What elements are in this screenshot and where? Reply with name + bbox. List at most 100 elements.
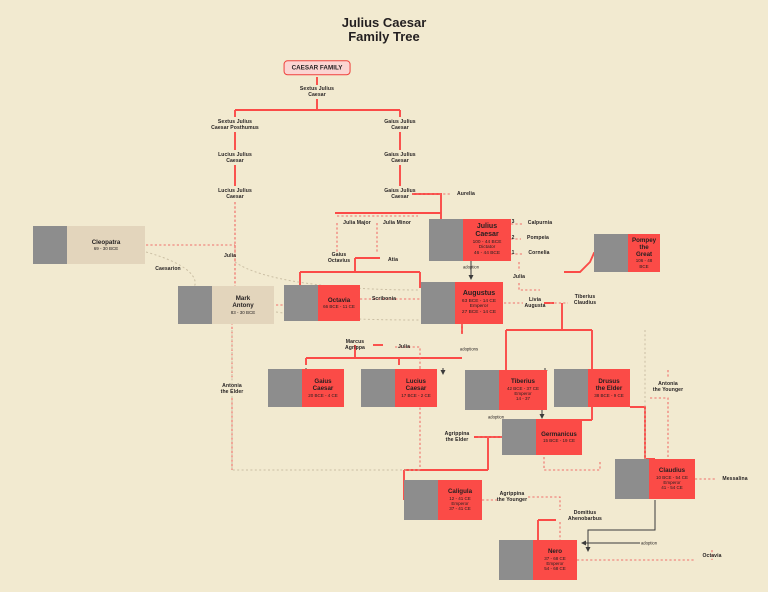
person-name-caligula: Caligula [447,488,473,496]
tree-node-sextus2: Sextus Julius Caesar Posthumus [211,118,259,131]
page-title-line-2: Family Tree [348,29,420,44]
person-name-luciusc: Lucius Caesar [405,378,427,393]
page-title: Julius Caesar Family Tree [0,16,768,44]
tree-node-domitius: Domitius Ahenobarbus [568,509,602,522]
tree-node-cornelia: Cornelia [528,249,550,256]
tree-node-caesarion: Caesarion [155,265,181,272]
tree-node-sextus1: Sextus Julius Caesar [299,85,335,98]
portrait-germanicus [502,419,536,455]
edge-label-adopt2: adoptions [459,346,479,352]
tree-node-aurelia: Aurelia [457,190,475,197]
tree-node-antoniae: Antonia the Elder [220,382,244,395]
person-dates-caesar: 100 - 44 BCE Dictator 46 - 44 BCE [472,239,502,257]
tree-node-livia: Livia Augusta [524,296,546,309]
tree-node-calpurnia: Calpurnia [527,219,553,226]
tree-node-lucius2: Lucius Julius Caesar [218,187,252,200]
person-name-cleopatra: Cleopatra [91,238,121,246]
portrait-nero [499,540,533,580]
tree-node-messalina: Messalina [722,475,748,482]
portrait-cleopatra [33,226,67,264]
tree-node-scribonia: Scribonia [371,295,397,302]
tree-node-lucius1: Lucius Julius Caesar [218,151,252,164]
person-dates-nero: 37 - 68 CE Emperor 54 - 68 CE [544,555,566,572]
person-dates-drusus: 38 BCE - 9 CE [594,392,624,398]
person-name-nero: Nero [547,548,563,556]
person-name-antony: Mark Antony [232,295,254,310]
tree-node-juliamin: Julia Minor [383,219,411,226]
tree-node-juliamaj: Julia Major [343,219,371,226]
portrait-caligula [404,480,438,520]
tree-node-gaius3: Gaius Julius Caesar [384,187,416,200]
tree-node-gaiusoct: Gaius Octavius [327,251,351,264]
person-dates-tiberius: 42 BCE - 37 CE Emperor 14 - 37 [506,385,539,402]
tree-node-julia_c: Julia [512,273,526,280]
caesar-family-root-chip: CAESAR FAMILY [283,60,351,76]
edge-label-adopt4: adoption [640,540,658,546]
tree-node-pompeia: Pompeia [527,234,549,241]
portrait-octavia [284,285,318,321]
portrait-claudius [615,459,649,499]
portrait-tiberius [465,370,499,410]
tree-node-agrippa: Marcus Agrippa [345,338,365,351]
tree-node-julia_l: Julia [223,252,237,259]
tree-node-agripy: Agrippina the Younger [496,490,528,503]
tree-node-octavia_n: Octavia [702,552,722,559]
portrait-drusus [554,369,588,407]
tree-node-agripe: Agrippina the Elder [444,430,470,443]
person-dates-gaiusc: 20 BCE - 4 CE [308,392,338,398]
person-dates-cleopatra: 69 - 30 BCE [93,246,119,252]
edge-label-adopt1: adoption [462,264,480,270]
person-dates-luciusc: 17 BCE - 2 CE [401,392,431,398]
marriage-number-1: 1 [511,250,515,256]
tree-node-gaius2: Gaius Julius Caesar [384,151,416,164]
portrait-caesar [429,219,463,261]
portrait-augustus [421,282,455,324]
person-name-pompey: Pompey the Great [632,236,657,258]
person-dates-octavia: 66 BCE - 11 CE [323,304,355,310]
tree-node-tibclaud: Tiberius Claudius [573,293,597,306]
tree-node-gaius1: Gaius Julius Caesar [384,118,416,131]
portrait-luciusc [361,369,395,407]
page-title-line-1: Julius Caesar [341,15,427,30]
person-dates-claudius: 10 BCE - 54 CE Emperor 41 - 54 CE [655,474,688,491]
person-dates-augustus: 63 BCE - 14 CE Emperor 27 BCE - 14 CE [461,298,497,316]
person-name-caesar: Julius Caesar [475,223,499,239]
person-name-augustus: Augustus [462,290,496,298]
person-name-gaiusc: Gaius Caesar [312,378,334,393]
person-name-claudius: Claudius [658,467,686,475]
tree-node-julia_a: Julia [397,343,411,350]
person-name-drusus: Drusus the Elder [595,378,623,393]
marriage-number-2: 2 [511,235,515,241]
person-dates-pompey: 106 - 48 BCE [635,258,653,269]
person-dates-germanicus: 15 BCE - 19 CE [542,438,575,444]
person-name-octavia: Octavia [327,296,351,304]
person-name-tiberius: Tiberius [511,378,535,386]
tree-node-atia: Atia [387,256,399,263]
person-dates-caligula: 12 - 41 CE Emperor 37 - 41 CE [449,495,471,512]
